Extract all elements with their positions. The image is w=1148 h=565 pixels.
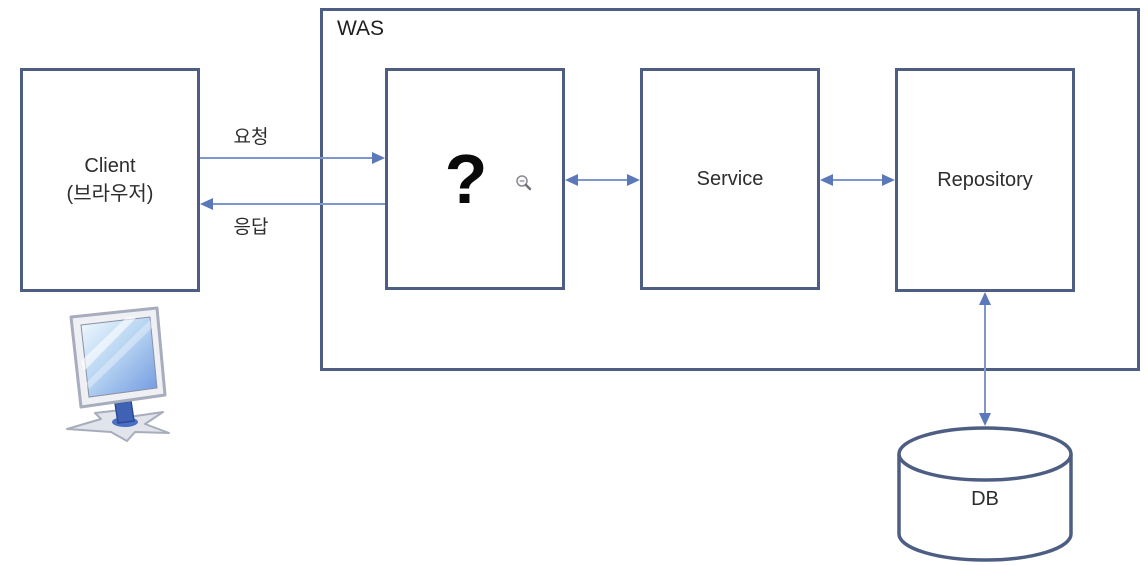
magnifier-icon [516,175,532,191]
response-arrow-label: 응답 [233,217,269,238]
was-label: WAS [337,17,385,40]
repository-label: Repository [937,169,1033,191]
service-label: Service [696,168,764,190]
computer-monitor-icon [55,303,195,443]
repository-box: Repository [895,68,1075,292]
db-label: DB [971,488,999,510]
unknown-component-box: ? [385,68,565,290]
service-box: Service [640,68,820,290]
client-label-line2: (브라우저) [66,183,154,205]
db-cylinder: DB [893,424,1077,564]
db-cylinder-shape [897,426,1073,562]
request-arrow-label: 요청 [233,127,269,148]
question-mark-label: ? [444,140,488,218]
client-box: Client (브라우저) [20,68,200,292]
client-label-line1: Client [84,155,136,177]
